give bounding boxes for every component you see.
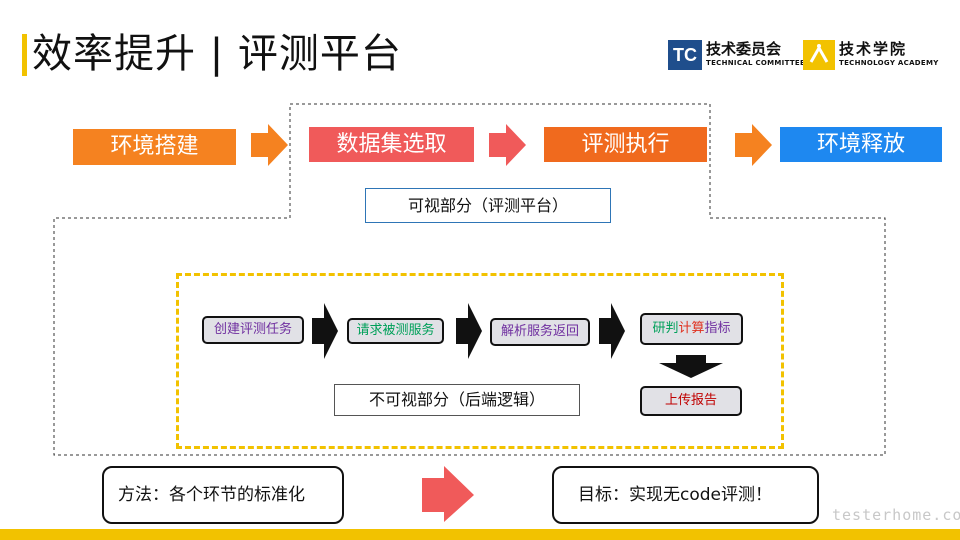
page-title: 效率提升 | 评测平台 (32, 31, 402, 77)
stage-dataset-select: 数据集选取 (309, 127, 474, 162)
goal-box: 目标：实现无code评测！ (552, 466, 819, 524)
step-parse-response: 解析服务返回 (490, 318, 590, 346)
backend-arrow-down (659, 355, 723, 378)
stage-env-release: 环境释放 (780, 127, 942, 162)
bottom-accent-bar (0, 529, 960, 540)
backend-region (176, 273, 784, 449)
pipeline-arrow-1 (251, 124, 288, 166)
watermark: testerhome.com (832, 506, 960, 524)
academy-logo-name: 技术学院 (839, 40, 908, 58)
title-accent-bar (22, 34, 27, 76)
visible-region-outline (53, 103, 886, 456)
method-goal-arrow (422, 466, 474, 522)
metrics-text: 指标 (704, 321, 731, 336)
pipeline-arrow-3 (735, 124, 772, 166)
invisible-part-label: 不可视部分（后端逻辑） (334, 384, 580, 416)
method-box: 方法：各个环节的标准化 (102, 466, 344, 524)
step-upload-report: 上传报告 (640, 386, 742, 416)
step-request-service: 请求被测服务 (347, 318, 444, 344)
tc-logo-subtitle: TECHNICAL COMMITTEE (706, 59, 806, 67)
tc-logo-name: 技术委员会 (706, 40, 782, 58)
stage-env-setup: 环境搭建 (73, 129, 236, 165)
academy-logo-subtitle: TECHNOLOGY ACADEMY (839, 59, 939, 67)
step-create-task: 创建评测任务 (202, 316, 304, 344)
backend-arrow-3 (599, 303, 625, 359)
stage-evaluation-run: 评测执行 (544, 127, 707, 162)
tc-logo-icon: TC (668, 40, 702, 70)
visible-part-label: 可视部分（评测平台） (365, 188, 611, 223)
step-judge-metrics: 研判计算指标 (640, 313, 743, 345)
judge-text: 研判 (652, 321, 679, 336)
compute-text: 计算 (678, 321, 705, 336)
backend-arrow-2 (456, 303, 482, 359)
academy-logo-icon (803, 40, 835, 70)
backend-arrow-1 (312, 303, 338, 359)
pipeline-arrow-2 (489, 124, 526, 166)
